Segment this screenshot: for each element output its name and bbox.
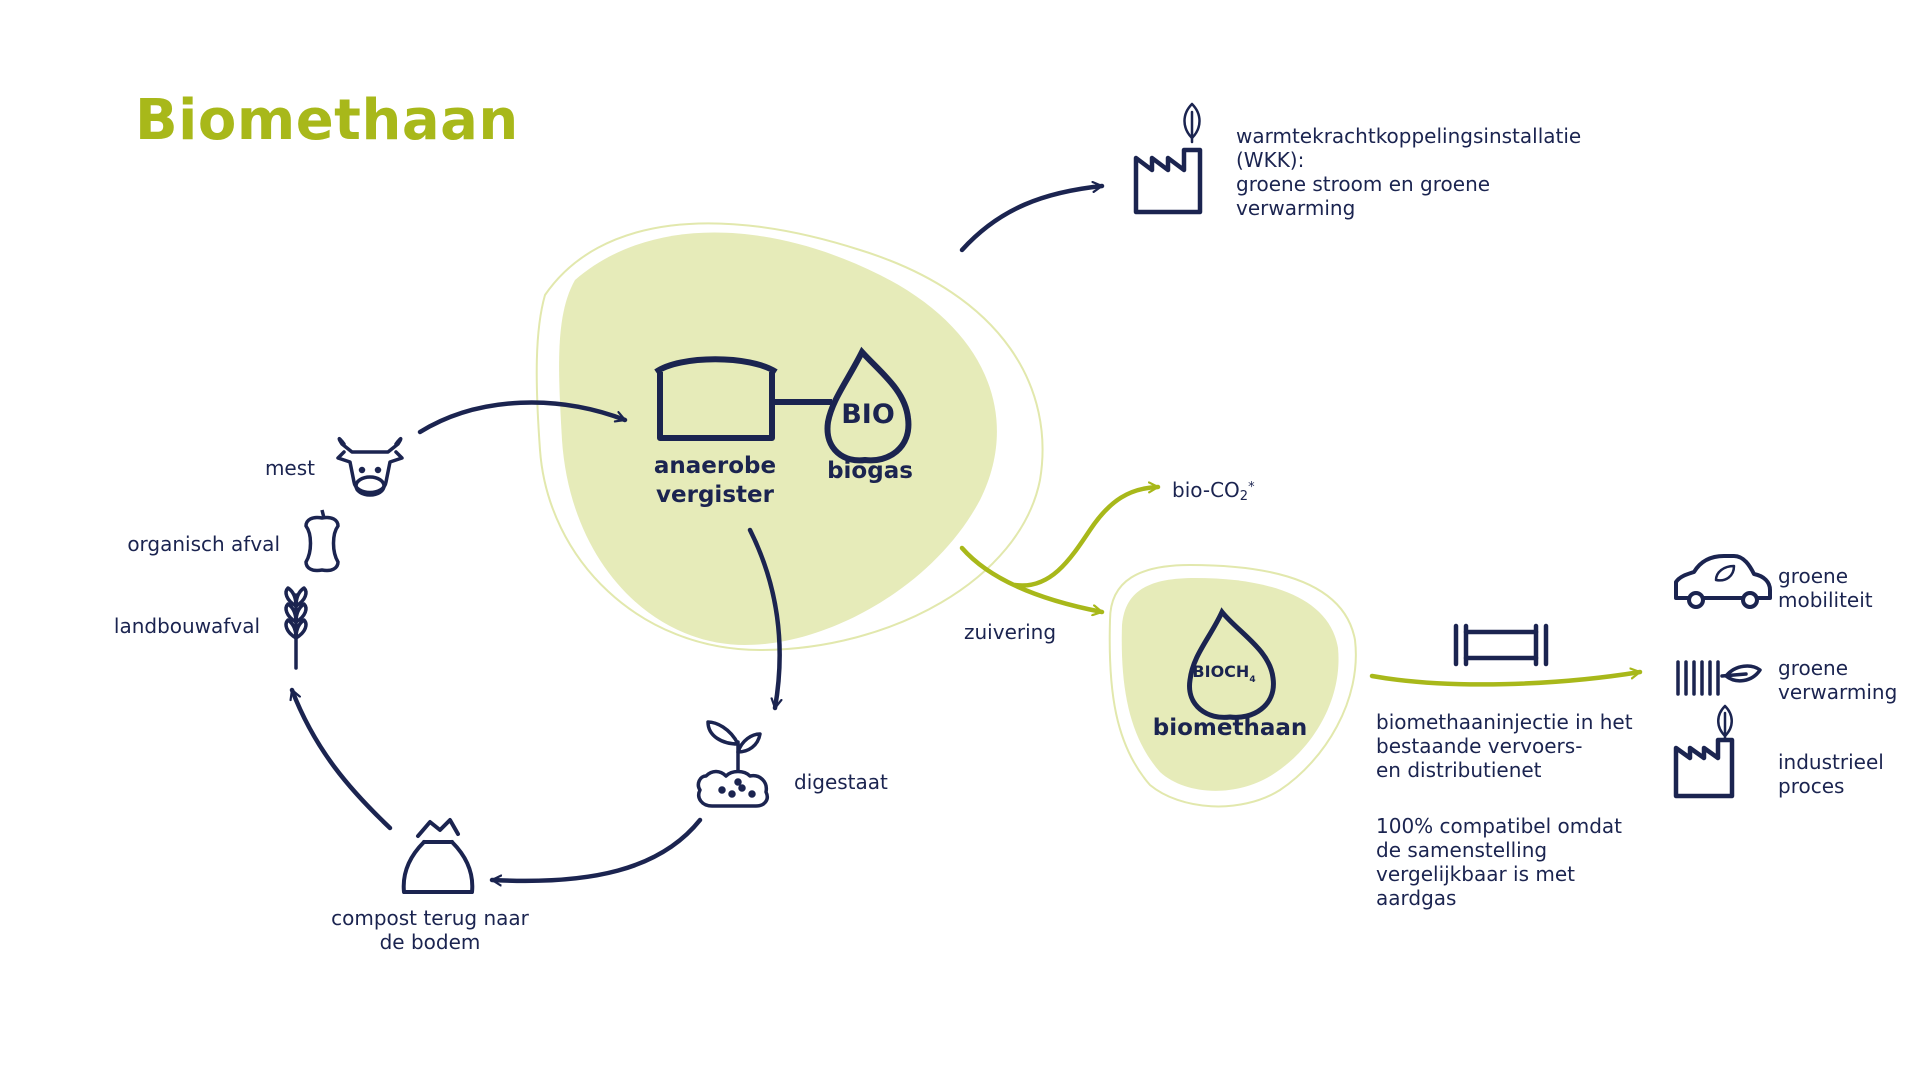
injection-label: biomethaaninjectie in het bestaande verv…	[1376, 710, 1633, 782]
industrial-factory-icon	[1673, 704, 1735, 799]
compost-label: compost terug naar de bodem	[331, 906, 529, 954]
input-label-agricultural-waste: landbouwafval	[113, 614, 260, 638]
bio-drop-icon: BIO	[824, 346, 912, 464]
arrow-compost-to-inputs	[292, 687, 393, 831]
apple-core-icon	[304, 509, 340, 573]
digester-label: anaerobe vergister	[653, 453, 777, 508]
use-label-industrial: industrieel proces	[1778, 750, 1884, 798]
page-title: Biomethaan	[135, 88, 519, 153]
bioch4-text: BIOCH	[1192, 662, 1249, 681]
input-label-organic-waste: organisch afval	[127, 532, 280, 556]
digester-blob	[559, 232, 997, 645]
wkk-label: warmtekrachtkoppelingsinstallatie (WKK):…	[1236, 124, 1582, 220]
arrow-inputs-to-digester	[417, 400, 628, 435]
digestate-label: digestaat	[794, 770, 888, 794]
digester-tank-icon	[654, 356, 832, 441]
arrow-digester-to-digestate	[747, 527, 780, 711]
svg-text:BIOCH4: BIOCH4	[1192, 662, 1255, 685]
biomethane-blob	[1121, 578, 1339, 791]
compatibility-label: 100% compatibel omdat de samenstelling v…	[1376, 814, 1623, 910]
bioch4-drop-icon: BIOCH4	[1187, 607, 1276, 720]
purification-label: zuivering	[964, 620, 1057, 644]
car-leaf-icon	[1674, 554, 1772, 609]
use-label-mobility: groene mobiliteit	[1778, 564, 1873, 612]
input-label-mest: mest	[264, 456, 315, 480]
pipe-icon	[1453, 623, 1549, 667]
biogas-label: biogas	[827, 458, 913, 484]
arrow-biogas-to-wkk	[959, 186, 1105, 253]
bioco2-label: bio-CO2*	[1172, 478, 1255, 504]
digester-blob-outline	[535, 222, 1044, 652]
arrow-to-bioco2	[1012, 487, 1161, 588]
biomethane-label: biomethaan	[1152, 715, 1308, 741]
radiator-leaf-icon	[1676, 660, 1762, 696]
cow-icon	[336, 437, 404, 497]
wkk-factory-icon	[1133, 102, 1203, 215]
sprout-soil-icon	[696, 720, 769, 808]
bio-drop-text: BIO	[841, 399, 895, 430]
arrow-to-uses	[1369, 672, 1643, 687]
bioch4-sub: 4	[1249, 675, 1255, 685]
use-label-heating: groene verwarming	[1778, 656, 1898, 704]
compost-bag-icon	[401, 818, 475, 894]
biomethane-blob-outline	[1108, 563, 1357, 808]
arrow-to-purification	[959, 545, 1105, 612]
arrow-digestate-to-compost	[489, 817, 703, 881]
wheat-icon	[284, 586, 308, 670]
